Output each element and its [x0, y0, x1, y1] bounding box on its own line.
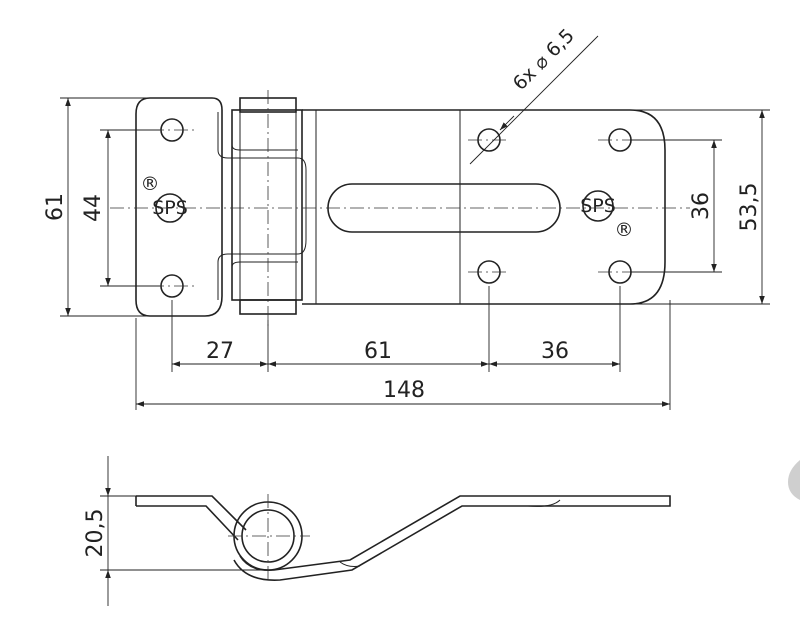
- left-leaf-outline: [135, 97, 223, 317]
- logo-left: SPS ®: [141, 173, 188, 223]
- dim-right-span: 36: [541, 339, 569, 364]
- side-left-leaf: [136, 495, 247, 541]
- left-leaf-bend-2: [231, 112, 298, 300]
- dim-inner-hole-spacing: 36: [689, 192, 714, 220]
- top-view: SPS ® SPS ®: [110, 90, 690, 326]
- hole-callout: 6x ⌀ 6,5: [509, 25, 579, 95]
- dim-side-height: 20,5: [83, 509, 108, 558]
- dim-middle-span: 61: [364, 339, 392, 364]
- right-leaf-outline: [302, 109, 666, 305]
- svg-text:®: ®: [615, 219, 634, 241]
- slot: [327, 183, 561, 233]
- svg-text:SPS: SPS: [580, 195, 616, 217]
- hinge-knuckle: [231, 109, 303, 301]
- edge-artifact: [788, 460, 800, 500]
- logo-right: SPS ®: [580, 190, 634, 241]
- left-leaf-bend: [217, 112, 298, 300]
- dim-overall-height: 61: [43, 193, 68, 221]
- side-right-leaf: [233, 495, 671, 581]
- dim-outer-hole-spacing: 44: [81, 194, 106, 222]
- dim-overall-length: 148: [383, 378, 425, 403]
- dim-left-offset: 27: [206, 339, 234, 364]
- dim-right-height: 53,5: [737, 183, 762, 232]
- side-view: 20,5: [83, 456, 671, 606]
- svg-text:®: ®: [141, 173, 160, 195]
